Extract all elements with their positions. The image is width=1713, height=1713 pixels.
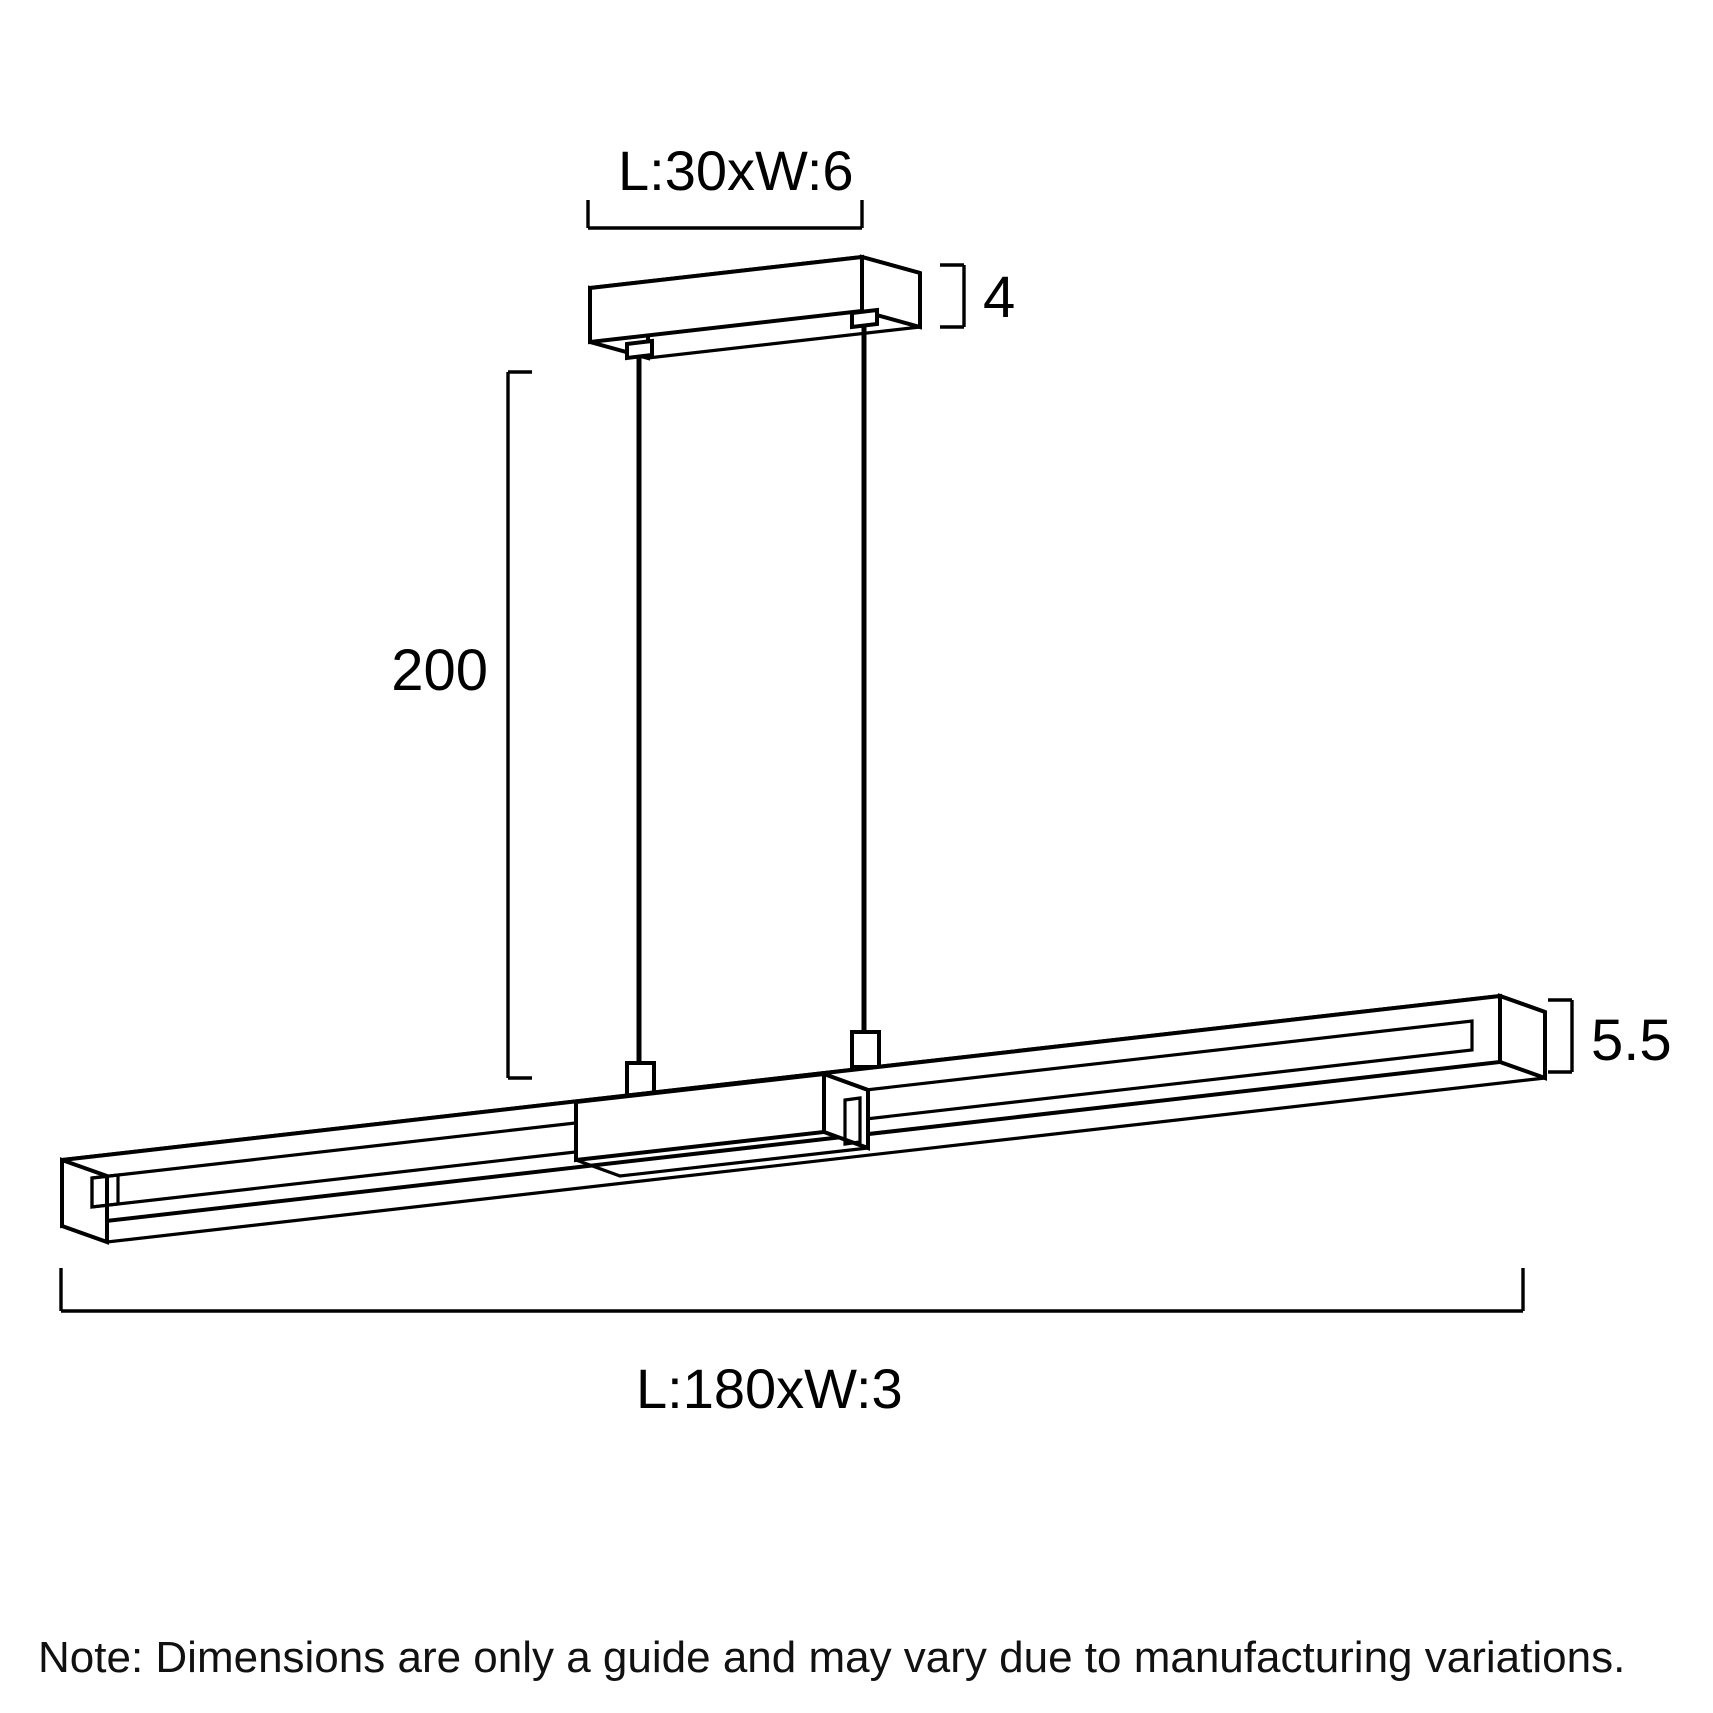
drop-height-dimension: 200 <box>391 370 532 1080</box>
canopy-height-label: 4 <box>983 265 1015 330</box>
drop-height-bracket <box>506 370 532 1080</box>
suspension-cable-left <box>625 338 656 1100</box>
cable-right-top-cap <box>850 307 879 330</box>
canopy-width-label: L:30xW:6 <box>618 139 854 202</box>
centre-housing-notch <box>843 1096 862 1146</box>
manufacturing-note: Note: Dimensions are only a guide and ma… <box>38 1633 1625 1682</box>
bar-height-dimension: 5.5 <box>1548 998 1672 1074</box>
centre-housing-front-face <box>574 1071 826 1163</box>
canopy-bottom-edge <box>589 325 921 360</box>
bar-height-label: 5.5 <box>1591 1008 1672 1073</box>
canopy-height-bracket <box>940 263 966 329</box>
light-bar-right-end-face <box>1498 993 1547 1081</box>
canopy-front-face <box>588 254 864 345</box>
bar-length-bracket <box>59 1268 1525 1313</box>
cable-left-top-cap <box>625 338 654 361</box>
light-bar-bottom-edge <box>61 1076 1546 1244</box>
led-diffuser-left-cap <box>90 1173 120 1209</box>
bar-length-dimension: L:180xW:3 <box>59 1268 1525 1420</box>
cable-right-bottom-block <box>850 1030 881 1069</box>
canopy-height-dimension: 4 <box>940 263 1015 330</box>
ceiling-canopy <box>588 254 922 361</box>
drop-height-label: 200 <box>391 638 488 703</box>
suspension-cable-right <box>850 307 881 1069</box>
canopy-width-dimension-bracket <box>586 200 864 230</box>
bar-height-bracket <box>1548 998 1574 1074</box>
canopy-width-dimension: L:30xW:6 <box>586 139 864 230</box>
centre-housing-block <box>574 1071 870 1178</box>
centre-housing-bottom-edge <box>575 1146 869 1178</box>
bar-length-label: L:180xW:3 <box>636 1357 903 1420</box>
